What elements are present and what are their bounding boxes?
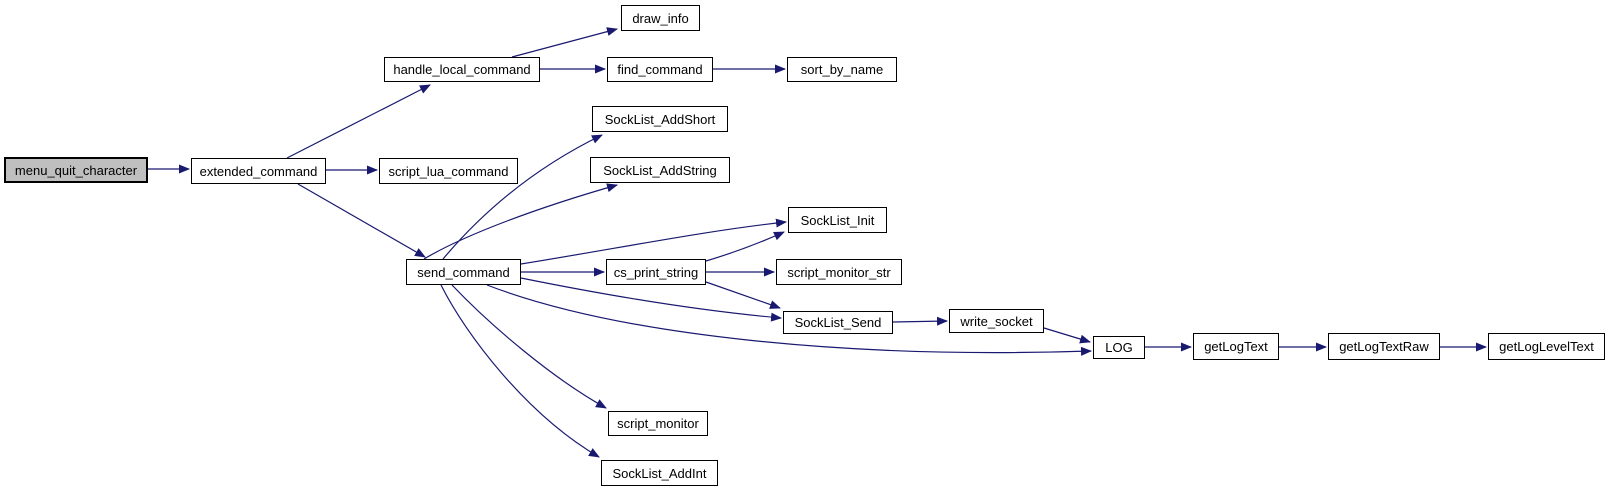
edge-cs_print_string-SockList_Init <box>705 231 785 262</box>
node-sort_by_name[interactable]: sort_by_name <box>787 57 897 82</box>
node-draw_info[interactable]: draw_info <box>621 5 700 31</box>
node-SockList_Send[interactable]: SockList_Send <box>783 311 893 334</box>
edge-send_command-SockList_AddInt <box>440 284 600 458</box>
node-LOG[interactable]: LOG <box>1093 336 1145 359</box>
edge-cs_print_string-SockList_Send <box>705 281 781 309</box>
edge-handle_local_command-draw_info <box>511 27 618 58</box>
node-extended_command[interactable]: extended_command <box>191 158 326 184</box>
edge-SockList_Send-write_socket <box>892 316 948 326</box>
edge-send_command-script_monitor <box>451 284 607 409</box>
node-cs_print_string[interactable]: cs_print_string <box>606 259 706 285</box>
node-send_command[interactable]: send_command <box>406 259 521 285</box>
edge-extended_command-handle_local_command <box>286 84 431 159</box>
node-write_socket[interactable]: write_socket <box>949 309 1044 333</box>
node-handle_local_command[interactable]: handle_local_command <box>384 57 540 82</box>
node-getLogTextRaw[interactable]: getLogTextRaw <box>1328 333 1440 360</box>
edge-send_command-SockList_AddShort <box>442 134 603 260</box>
node-script_lua_command[interactable]: script_lua_command <box>379 158 518 184</box>
node-script_monitor[interactable]: script_monitor <box>608 411 708 436</box>
edge-send_command-SockList_Send <box>520 277 782 322</box>
edge-send_command-LOG <box>486 284 1092 356</box>
node-script_monitor_str[interactable]: script_monitor_str <box>776 259 902 285</box>
edge-write_socket-LOG <box>1043 327 1091 344</box>
node-SockList_AddShort[interactable]: SockList_AddShort <box>592 106 728 132</box>
node-find_command[interactable]: find_command <box>607 57 713 82</box>
node-SockList_AddString[interactable]: SockList_AddString <box>590 157 730 183</box>
edge-extended_command-send_command <box>297 183 426 258</box>
node-SockList_AddInt[interactable]: SockList_AddInt <box>601 460 718 486</box>
edge-send_command-SockList_AddString <box>423 183 618 260</box>
edge-send_command-SockList_Init <box>520 218 787 265</box>
node-SockList_Init[interactable]: SockList_Init <box>788 207 887 233</box>
node-menu_quit_character: menu_quit_character <box>4 157 148 183</box>
node-getLogText[interactable]: getLogText <box>1193 333 1279 360</box>
node-getLogLevelText[interactable]: getLogLevelText <box>1488 333 1605 360</box>
